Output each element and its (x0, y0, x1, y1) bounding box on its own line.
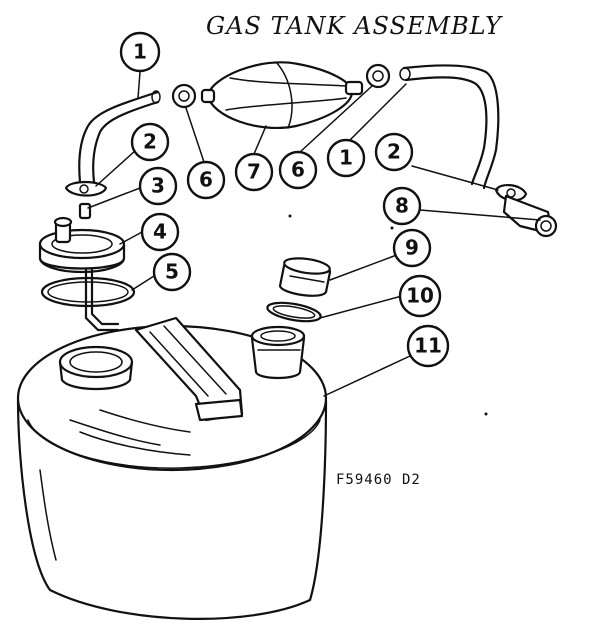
primer-bulb (200, 61, 364, 130)
callout-label: 2 (143, 130, 157, 154)
callout-label: 11 (414, 334, 442, 358)
callout-label: 7 (247, 160, 261, 184)
callout-6-right: 6 (278, 150, 318, 190)
callout-label: 8 (395, 194, 409, 218)
callout-2-left: 2 (130, 122, 170, 162)
check-valve-right (365, 63, 391, 89)
spout-cap (278, 257, 332, 297)
gas-tank-body (16, 316, 328, 620)
callout-10: 10 (398, 274, 442, 318)
spout-gasket (266, 301, 322, 323)
callout-7: 7 (234, 152, 274, 192)
speckle (390, 226, 394, 230)
outlet-fitting (502, 194, 558, 238)
callout-2-right: 2 (374, 132, 414, 172)
callout-label: 2 (387, 140, 401, 164)
callout-label: 6 (199, 168, 213, 192)
fitting-3 (78, 202, 92, 220)
callout-3: 3 (138, 166, 178, 206)
hose-clamp-left (64, 180, 108, 197)
diagram-title: GAS TANK ASSEMBLY (206, 12, 503, 40)
callout-label: 4 (153, 220, 167, 244)
callout-1-right: 1 (326, 138, 366, 178)
callout-5: 5 (152, 252, 192, 292)
hose-clamp-right (494, 184, 528, 202)
part-number-label: F59460 D2 (336, 472, 421, 488)
leader-lines (87, 71, 541, 397)
callout-label: 6 (291, 158, 305, 182)
callout-8: 8 (382, 186, 422, 226)
callout-label: 5 (165, 260, 179, 284)
callout-4: 4 (140, 212, 180, 252)
valve-cap-assembly (38, 216, 136, 332)
callout-1-left: 1 (119, 31, 161, 73)
callout-9: 9 (392, 228, 432, 268)
callout-6-left: 6 (186, 160, 226, 200)
callout-11: 11 (406, 324, 450, 368)
callout-label: 9 (405, 236, 419, 260)
speckle (288, 214, 292, 218)
callout-label: 10 (406, 284, 434, 308)
callout-label: 1 (339, 146, 353, 170)
check-valve-left (171, 83, 197, 109)
fuel-hose-right (399, 64, 500, 190)
fuel-hose-left (78, 90, 161, 184)
callout-label: 3 (151, 174, 165, 198)
callout-label: 1 (133, 40, 147, 64)
speckle (484, 412, 488, 416)
